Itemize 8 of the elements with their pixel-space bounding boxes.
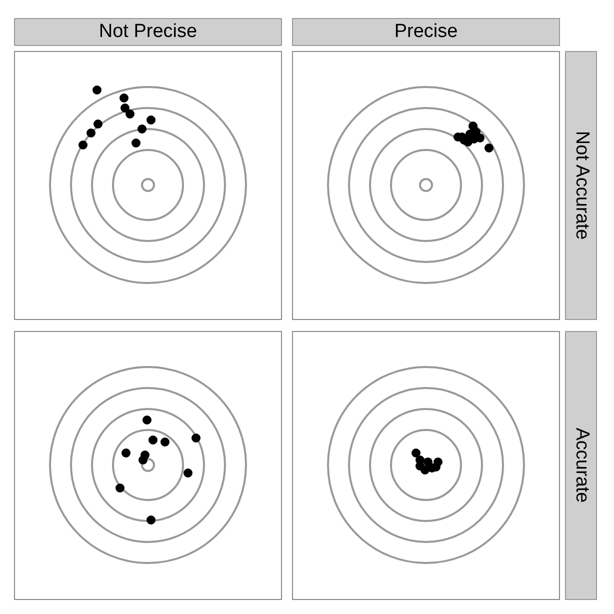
header-text: Precise <box>394 20 458 44</box>
facet-header <box>565 51 597 320</box>
header-text: Accurate <box>570 428 594 503</box>
facet-header <box>565 331 597 600</box>
facet-header <box>14 18 282 46</box>
header-text: Not Precise <box>98 20 198 44</box>
header-text: Not Accurate <box>570 131 594 240</box>
facet-header <box>292 18 560 46</box>
